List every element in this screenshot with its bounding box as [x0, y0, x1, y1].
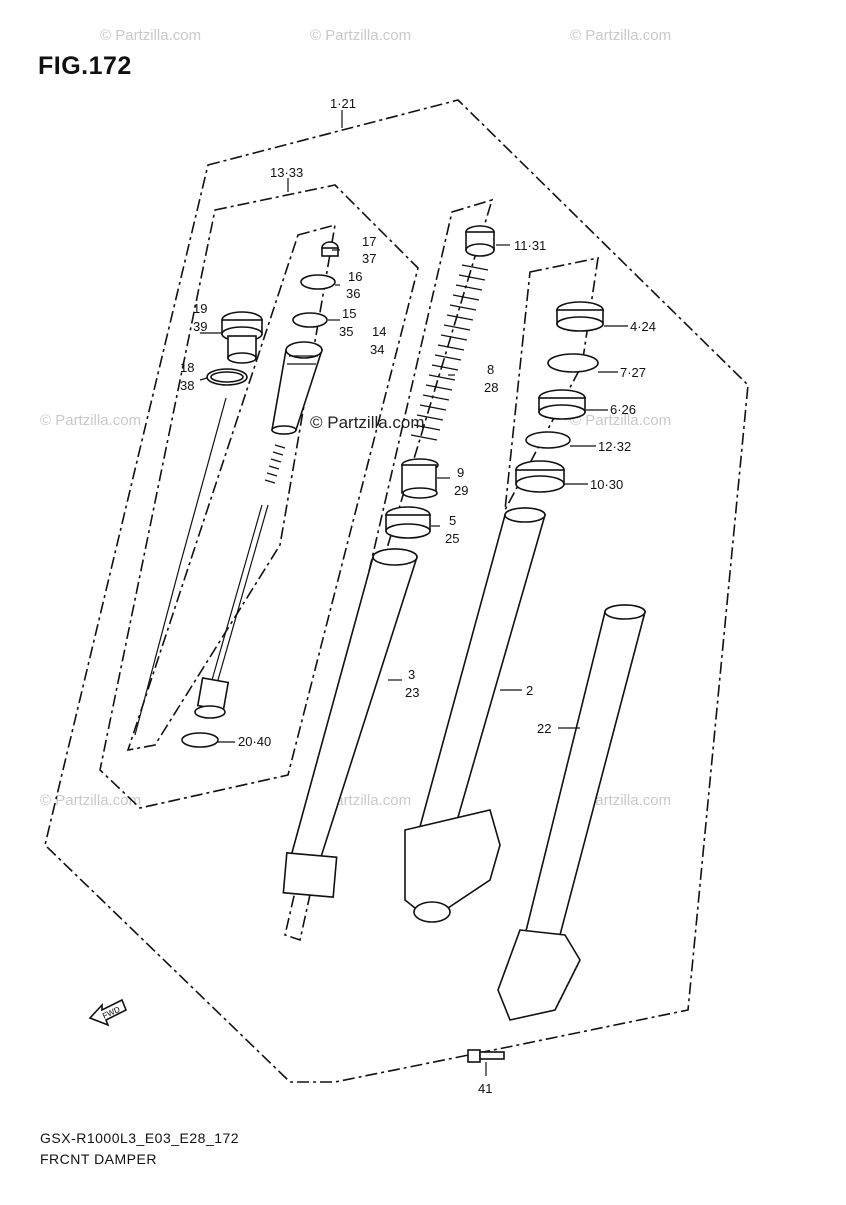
callout-label: 19 [193, 301, 207, 316]
callout-label: 10·30 [590, 477, 623, 492]
watermark: © Partzilla.com [310, 27, 411, 44]
watermark-center: © Partzilla.com [310, 413, 425, 432]
group-outline-inner [99, 184, 419, 809]
spring-seat-part [465, 225, 495, 257]
callout-label: 36 [346, 286, 360, 301]
washer-part [547, 353, 599, 373]
damper-rod-part [211, 504, 263, 681]
callout-label: 41 [478, 1081, 492, 1096]
oil-seal-part [538, 389, 586, 420]
callout-label: 28 [484, 380, 498, 395]
figure-title: FIG.172 [38, 52, 132, 80]
callout-label: 13·33 [270, 165, 303, 180]
slide-bushing-part [385, 506, 431, 539]
watermark: © Partzilla.com [570, 27, 671, 44]
callout-label: 5 [449, 513, 456, 528]
watermark: © Partzilla.com [100, 27, 201, 44]
callout-label: 12·32 [598, 439, 631, 454]
group-outline-outer [44, 99, 749, 1083]
watermark: © Partzilla.com [40, 792, 141, 809]
callout-label: 3 [408, 667, 415, 682]
inner-tube-part [282, 548, 419, 898]
callout-label: 15 [342, 306, 356, 321]
outer-tube-part [404, 507, 547, 923]
watermark: © Partzilla.com [40, 412, 141, 429]
nut-part [321, 241, 339, 257]
callout-label: 29 [454, 483, 468, 498]
spacer-collar-part [401, 458, 439, 499]
lower-tube-part [497, 604, 647, 1021]
callout-label: 38 [180, 378, 194, 393]
fwd-label: FWD [101, 1005, 122, 1021]
bushing-part [556, 301, 604, 332]
callout-label: 22 [537, 721, 551, 736]
callout-label: 6·26 [610, 402, 636, 417]
bolt-part [467, 1049, 505, 1063]
ring-part [292, 312, 328, 328]
callout-label: 34 [370, 342, 384, 357]
group-outline-sub [126, 223, 337, 752]
o-ring-part [181, 732, 219, 748]
damper-rod-part [217, 504, 269, 681]
long-rod-part [179, 397, 227, 566]
fork-spring-part [410, 264, 489, 441]
callout-label: 4·24 [630, 319, 656, 334]
figure-caption: FRCNT DAMPER [40, 1151, 157, 1167]
callout-label: 1·21 [330, 96, 356, 111]
leader-lines [199, 110, 628, 1076]
callout-label: 8 [487, 362, 494, 377]
model-code: GSX-R1000L3_E03_E28_172 [40, 1130, 240, 1146]
callout-label: 18 [180, 360, 194, 375]
callout-labels: 1·21 13·33 17 37 16 36 15 35 14 34 19 39… [180, 96, 656, 1096]
callout-label: 9 [457, 465, 464, 480]
callout-label: 2 [526, 683, 533, 698]
callout-label: 17 [362, 234, 376, 249]
callout-label: 35 [339, 324, 353, 339]
callout-label: 7·27 [620, 365, 646, 380]
dust-seal-part [515, 460, 565, 493]
callout-label: 23 [405, 685, 419, 700]
o-ring-part [210, 371, 244, 383]
callout-label: 11·31 [514, 238, 546, 253]
callout-label: 25 [445, 531, 459, 546]
callout-label: 37 [362, 251, 376, 266]
long-rod-part [134, 564, 181, 736]
watermark: © Partzilla.com [570, 412, 671, 429]
small-spring-part [264, 444, 286, 484]
cartridge-part [271, 341, 324, 435]
ring-part [300, 274, 336, 290]
snap-ring-part [525, 431, 571, 449]
base-valve-part [194, 677, 230, 719]
callout-label: 39 [193, 319, 207, 334]
forward-arrow-icon: FWD [88, 998, 128, 1027]
callout-label: 16 [348, 269, 362, 284]
callout-label: 20·40 [238, 734, 271, 749]
cap-bolt-part [221, 311, 263, 364]
callout-label: 14 [372, 324, 386, 339]
